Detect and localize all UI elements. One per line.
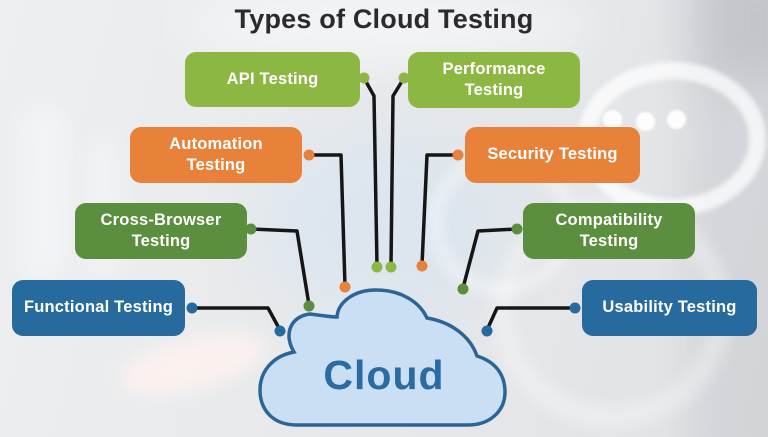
connector-dot xyxy=(511,223,523,235)
connector-dot xyxy=(398,72,410,84)
node-automation-testing: Automation Testing xyxy=(130,127,302,183)
connector-security-testing xyxy=(420,153,460,267)
connector-performance-testing xyxy=(389,76,406,268)
connector-dot xyxy=(245,223,257,235)
connector-api-testing xyxy=(362,76,379,268)
connector-compatibility-testing xyxy=(461,227,519,290)
connector-dot xyxy=(186,302,198,314)
connector-dot xyxy=(481,325,493,337)
node-functional-testing: Functional Testing xyxy=(12,280,185,336)
cloud-shape xyxy=(258,288,507,427)
connector-dot xyxy=(371,261,383,273)
connector-functional-testing xyxy=(190,306,282,332)
connector-usability-testing xyxy=(485,306,577,332)
connector-dot xyxy=(358,72,370,84)
connector-dot xyxy=(339,281,351,293)
connector-dot xyxy=(303,149,315,161)
connector-dot xyxy=(569,302,581,314)
node-compatibility-testing: Compatibility Testing xyxy=(523,203,695,259)
connector-dot xyxy=(385,261,397,273)
connector-dot xyxy=(303,300,315,312)
connector-dot xyxy=(274,325,286,337)
connector-dot xyxy=(457,283,469,295)
node-api-testing: API Testing xyxy=(185,52,360,107)
node-performance-testing: Performance Testing xyxy=(408,52,580,108)
node-usability-testing: Usability Testing xyxy=(582,280,757,336)
connector-dot xyxy=(452,149,464,161)
node-security-testing: Security Testing xyxy=(465,127,640,183)
connector-dot xyxy=(416,260,428,272)
node-cross-browser-testing: Cross-Browser Testing xyxy=(75,203,247,259)
cloud-label: Cloud xyxy=(323,352,445,398)
page-title: Types of Cloud Testing xyxy=(234,4,534,34)
connector-automation-testing xyxy=(307,153,347,288)
connector-cross-browser-testing xyxy=(249,227,311,307)
